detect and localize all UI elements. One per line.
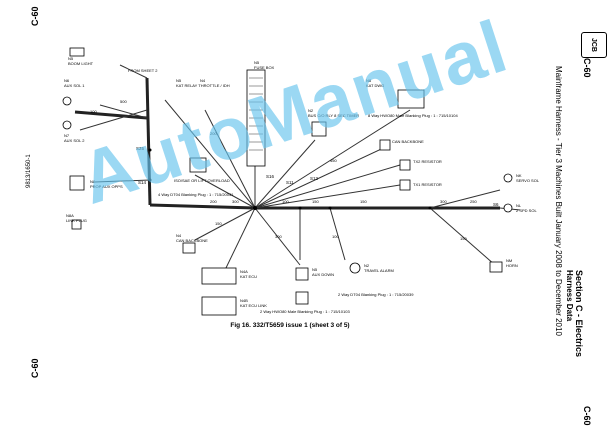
label-n8b: N8 xyxy=(90,179,96,184)
label-n4a: N4A xyxy=(240,269,248,274)
length-12: 150 xyxy=(215,221,222,226)
length-9: 250 xyxy=(470,199,477,204)
aux-down-plug xyxy=(295,291,309,305)
length-13: 300 xyxy=(275,234,282,239)
length-1: 500 xyxy=(120,99,127,104)
note-2way-hwo80: 2 Way HWO80 Male Blanking Plug : 1 : 715… xyxy=(260,309,350,314)
label-n5c: N5 xyxy=(254,60,260,65)
label-n2: N2 xyxy=(308,108,314,113)
label-aux-sol-2: AUX SOL 2 xyxy=(64,138,85,143)
note-4way-plug: 4 Way DT04 Blanking Plug : 1 : 715/20031 xyxy=(158,192,234,197)
horn-connector xyxy=(489,261,503,273)
prop-aux-connector xyxy=(69,175,85,191)
label-nm: NM xyxy=(506,258,512,263)
length-3: 200 xyxy=(210,199,217,204)
label-n6: N6 xyxy=(64,78,70,83)
label-can-backbone-right: CAN BACKBONE xyxy=(392,139,424,144)
label-nl: NL xyxy=(516,203,522,208)
tx2-resistor-connector xyxy=(399,159,411,171)
label-bus-rly: BUS C/O RLY 8 SEC TIMER xyxy=(308,113,359,118)
length-5: 100 xyxy=(282,199,289,204)
label-fuse-box: FUSE BOX xyxy=(254,65,275,70)
aux-sol1-connector xyxy=(62,96,72,106)
spd-sol-connector xyxy=(503,203,513,213)
servo-sol-connector xyxy=(503,173,513,183)
kat-ecu-link-connector xyxy=(201,296,237,316)
link-plug-connector xyxy=(71,219,82,230)
kat-ecu-connector xyxy=(201,267,237,285)
label-kat-ecu: KAT ECU xyxy=(240,274,257,279)
label-n4b-link: N4B xyxy=(240,298,248,303)
splice-s25: S25 xyxy=(136,146,145,151)
label-kat-relay-throttle: KAT RELAY THROTTLE / IDH xyxy=(176,83,230,88)
label-prop-aux: PROP AUX OPPS xyxy=(90,184,123,189)
splice-points xyxy=(148,148,432,210)
label-iso-sae: ISO/SAE OR LIFT OVERLOAD xyxy=(174,178,230,183)
length-6: 150 xyxy=(312,199,319,204)
note-from-sheet: FROM SHEET 2 xyxy=(128,68,158,73)
splice-s6: S6 xyxy=(493,202,499,207)
splice-s12: S12 xyxy=(310,176,319,181)
length-8: 300 xyxy=(440,199,447,204)
note-8way-plug: 8 Way HWO80 Male Blanking Plug : 1 : 715… xyxy=(368,113,458,118)
label-can-backbone-left: CAN BACKBONE xyxy=(176,238,208,243)
fuse-slots xyxy=(249,77,263,151)
label-n7: N7 xyxy=(64,133,70,138)
bus-rly-connector xyxy=(311,121,327,137)
label-2spd-sol: 2 SPD SOL xyxy=(516,208,537,213)
label-n8: N8 xyxy=(366,78,372,83)
label-n5: N5 xyxy=(68,56,74,61)
label-n5b: N5 xyxy=(176,78,182,83)
label-n5d: N5 xyxy=(312,267,318,272)
label-tx2: TX2 RESISTOR xyxy=(413,159,442,164)
length-4: 300 xyxy=(232,199,239,204)
splice-s11: S11 xyxy=(286,180,294,185)
kat-dwg-connector xyxy=(397,89,425,109)
label-kat-ecu-link: KAT ECU LINK xyxy=(240,303,267,308)
aux-sol2-connector xyxy=(62,120,72,130)
main-trunk xyxy=(74,77,500,210)
label-link-plug: LINK PLUG xyxy=(66,218,87,223)
length-2: 100 xyxy=(90,109,97,114)
branch-wires xyxy=(79,64,521,271)
figure-caption: Fig 16. 332/T5659 issue 1 (sheet 3 of 5) xyxy=(230,322,350,329)
length-15: 150 xyxy=(460,236,467,241)
length-7: 150 xyxy=(360,199,367,204)
iso-sae-connector xyxy=(189,157,207,173)
label-n4: N4 xyxy=(200,78,206,83)
label-travel-alarm: TRAVEL ALARM xyxy=(364,268,394,273)
aux-down-connector xyxy=(295,267,309,281)
label-servo-sol: SERVO SOL xyxy=(516,178,540,183)
label-horn: HORN xyxy=(506,263,518,268)
boom-light-connector xyxy=(69,47,85,57)
note-2way-dt04: 2 Way DT04 Blanking Plug : 1 : 715/20039 xyxy=(338,292,414,297)
label-n2b: N2 xyxy=(364,263,370,268)
travel-alarm-connector xyxy=(349,262,361,274)
splice-s16: S16 xyxy=(266,174,275,179)
label-tx1: TX1 RESISTOR xyxy=(413,182,442,187)
length-14: 100 xyxy=(332,234,339,239)
can-backbone-left-connector xyxy=(182,242,196,254)
label-aux-sol-1: AUX SOL 1 xyxy=(64,83,85,88)
label-boom-light: BOOM LIGHT xyxy=(68,61,94,66)
tx1-resistor-connector xyxy=(399,179,411,191)
length-11: 450 xyxy=(330,158,337,163)
length-10: 200 xyxy=(210,131,217,136)
label-nk: NK xyxy=(516,173,522,178)
label-n4b: N4 xyxy=(176,233,182,238)
label-aux-down: AUX DOWN xyxy=(312,272,334,277)
splice-s14: S14 xyxy=(138,180,147,185)
label-n8a: N8A xyxy=(66,213,74,218)
can-backbone-right-connector xyxy=(379,139,391,151)
label-kat-dwg: KAT DWG xyxy=(366,83,384,88)
